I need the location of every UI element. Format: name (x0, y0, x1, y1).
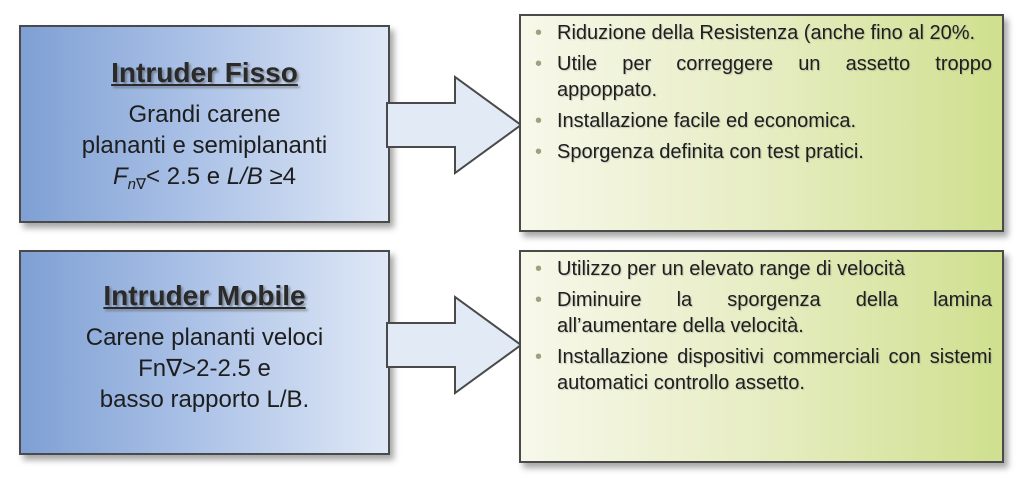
bullet-text: Riduzione della Resistenza (anche fino a… (557, 22, 976, 44)
bullet-icon: • (535, 53, 543, 75)
bullet-text: Installazione facile ed economica. (557, 110, 857, 132)
right-arrow-icon (386, 75, 523, 175)
intruder-fisso-title: Intruder Fisso (111, 57, 298, 88)
formula-f: F (112, 163, 128, 190)
bullet-list: • Utilizzo per un elevato range di veloc… (535, 256, 992, 396)
formula-subscript: n∇ (127, 176, 147, 193)
bullet-text: Diminuire la sporgenza della lamina all’… (557, 289, 992, 337)
bullet-list: • Riduzione della Resistenza (anche fino… (535, 20, 992, 165)
intruder-fisso-line: plananti e semiplananti (81, 132, 328, 159)
intruder-fisso-description: Grandi carene plananti e semiplananti Fn… (21, 99, 388, 200)
intruder-mobile-line: Fn∇>2-2.5 e (138, 355, 271, 382)
intruder-fisso-line: Grandi carene (128, 101, 281, 128)
bullet-text: Installazione dispositivi commerciali co… (557, 346, 992, 394)
intruder-mobile-box: Intruder Mobile Carene plananti veloci F… (19, 250, 390, 455)
intruder-mobile-line: basso rapporto L/B. (99, 386, 310, 413)
list-item: • Riduzione della Resistenza (anche fino… (535, 20, 992, 46)
formula-lt: < 2.5 e (146, 163, 227, 190)
intruder-fisso-formula: Fn∇< 2.5 e L/B ≥4 (21, 161, 388, 200)
list-item: • Installazione dispositivi commerciali … (535, 344, 992, 396)
intruder-fisso-benefits: • Riduzione della Resistenza (anche fino… (519, 14, 1004, 232)
bullet-icon: • (535, 289, 543, 311)
list-item: • Installazione facile ed economica. (535, 108, 992, 134)
bullet-text: Sporgenza definita con test pratici. (557, 141, 864, 163)
formula-ge: ≥4 (262, 163, 296, 190)
intruder-mobile-line: Carene plananti veloci (85, 324, 324, 351)
bullet-icon: • (535, 110, 543, 132)
intruder-mobile-benefits: • Utilizzo per un elevato range di veloc… (519, 250, 1004, 463)
intruder-mobile-description: Carene plananti veloci Fn∇>2-2.5 e basso… (21, 322, 388, 415)
bullet-icon: • (535, 258, 543, 280)
formula-lb: L/B (226, 163, 263, 190)
bullet-icon: • (535, 22, 543, 44)
list-item: • Sporgenza definita con test pratici. (535, 139, 992, 165)
list-item: • Diminuire la sporgenza della lamina al… (535, 287, 992, 339)
list-item: • Utilizzo per un elevato range di veloc… (535, 256, 992, 282)
bullet-icon: • (535, 141, 543, 163)
list-item: • Utile per correggere un assetto troppo… (535, 51, 992, 103)
intruder-mobile-title: Intruder Mobile (103, 280, 306, 311)
bullet-text: Utile per correggere un assetto troppo a… (557, 53, 992, 101)
right-arrow-icon (386, 295, 523, 395)
bullet-icon: • (535, 346, 543, 368)
intruder-fisso-box: Intruder Fisso Grandi carene plananti e … (19, 25, 390, 223)
bullet-text: Utilizzo per un elevato range di velocit… (557, 258, 905, 280)
